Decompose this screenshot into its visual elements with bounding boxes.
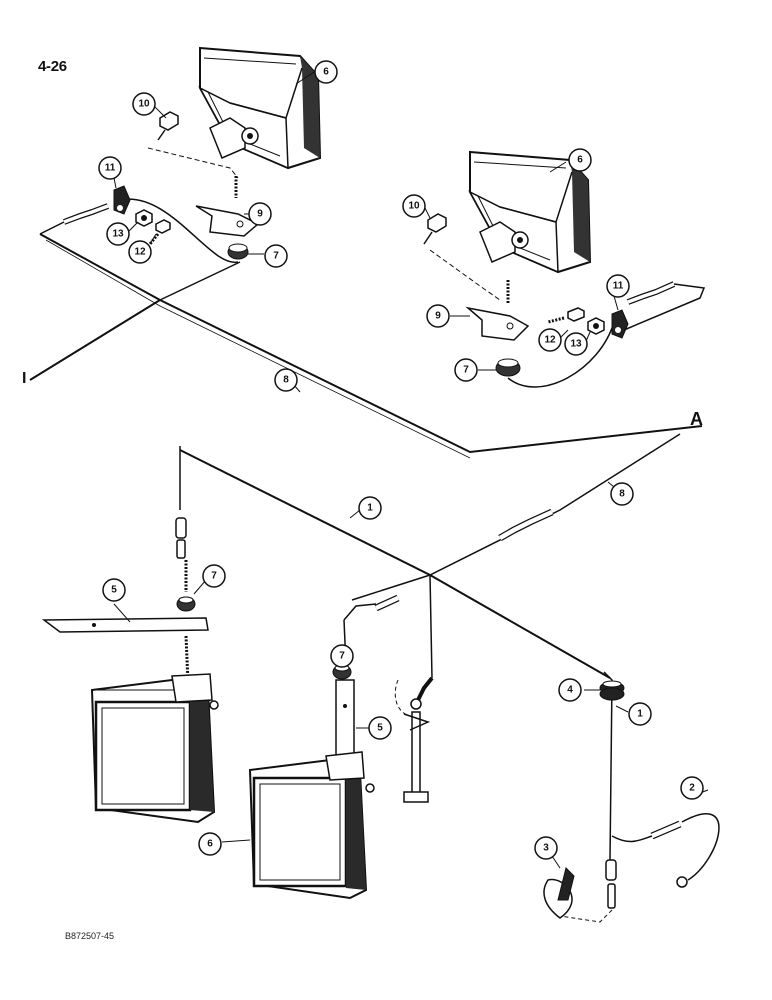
callout-10: 10	[408, 201, 420, 212]
callout-12: 12	[134, 247, 146, 258]
callout-13: 13	[570, 339, 582, 350]
callout-6: 6	[207, 839, 213, 850]
callout-11: 11	[105, 163, 116, 174]
callout-11: 11	[613, 281, 624, 292]
callout-9: 9	[257, 209, 263, 220]
callout-circles	[98, 60, 704, 860]
callout-7: 7	[273, 251, 279, 262]
page-number: 4-26	[38, 58, 67, 75]
connector-label-mark: I	[22, 370, 27, 387]
figure-code: B872507-45	[65, 931, 115, 941]
ground-lead	[543, 813, 720, 923]
callout-12: 12	[544, 335, 556, 346]
callout-3: 3	[543, 843, 549, 854]
callout-7: 7	[339, 651, 345, 662]
callout-8: 8	[619, 489, 625, 500]
callout-numbers: 6 10 11 9 13 12 7 6 10 11 9 12 13 7 8 8 …	[105, 67, 696, 854]
lamp-lower-left	[90, 673, 219, 824]
callout-5: 5	[111, 585, 117, 596]
callout-1: 1	[637, 709, 643, 720]
harness-lower	[175, 433, 681, 861]
lamp-assembly-left	[39, 47, 321, 263]
lamp-assembly-right	[423, 151, 706, 388]
callout-4: 4	[567, 685, 573, 696]
grommet	[599, 680, 625, 701]
callout-6: 6	[323, 67, 329, 78]
callout-9: 9	[435, 311, 441, 322]
harness-upper	[29, 233, 703, 459]
connector-label-a: A	[690, 409, 703, 429]
lamp-lower-right	[248, 751, 375, 900]
callout-8: 8	[283, 375, 289, 386]
callout-1: 1	[367, 503, 373, 514]
callout-7: 7	[211, 571, 217, 582]
callout-7: 7	[463, 365, 469, 376]
bracket-left	[41, 560, 209, 683]
callout-5: 5	[377, 723, 383, 734]
callout-2: 2	[689, 783, 695, 794]
callout-6: 6	[577, 155, 583, 166]
callout-13: 13	[112, 229, 124, 240]
callout-10: 10	[138, 99, 150, 110]
